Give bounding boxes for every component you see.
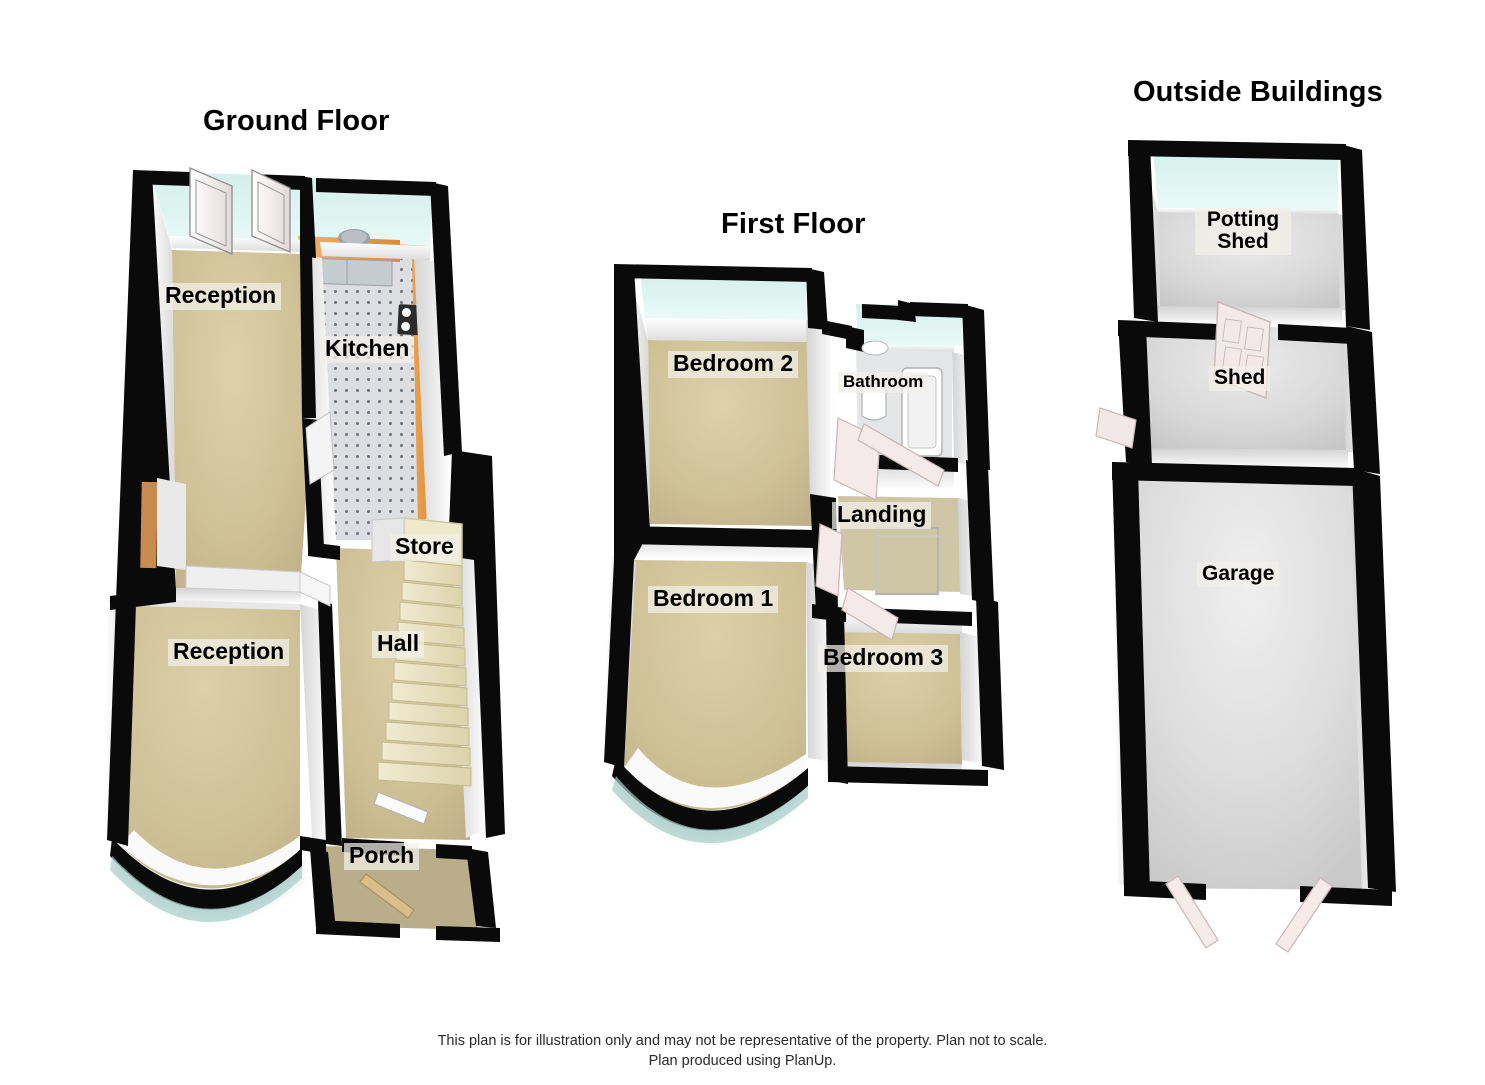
room-floor-bedroom1 xyxy=(624,560,806,811)
door-bedroom1 xyxy=(815,523,843,597)
footer-line-1: This plan is for illustration only and m… xyxy=(437,1033,1048,1049)
door-hall-front xyxy=(373,791,429,825)
fireplace-surround xyxy=(157,478,186,570)
outside-buildings-plan xyxy=(1095,140,1396,953)
room-label-potting-shed-line2: Shed xyxy=(1217,229,1269,253)
wall-face-rear-kitchen xyxy=(320,242,430,260)
first-bay-inner-face xyxy=(624,748,806,809)
bay-outer-shadow xyxy=(110,856,302,923)
outside-rear-opening xyxy=(1153,148,1338,210)
room-label-bedroom-2: Bedroom 2 xyxy=(668,351,799,378)
room-label-reception-rear: Reception xyxy=(160,283,282,310)
room-label-potting-shed: Potting Shed xyxy=(1195,208,1291,255)
landing-stair-void xyxy=(875,527,939,595)
first-wall-face-bed2-right xyxy=(806,320,834,498)
first-wall-face-rear-bed2 xyxy=(645,318,808,342)
outside-buildings-walls xyxy=(1112,140,1396,906)
door-panel-right-inset xyxy=(257,181,285,245)
landing-balustrade xyxy=(875,528,938,594)
fireplace-hearth xyxy=(140,481,158,569)
footer-line-2: Plan produced using PlanUp. xyxy=(648,1052,837,1069)
wall-face-reception-divider xyxy=(174,588,302,604)
section-title-outside-buildings: Outside Buildings xyxy=(1133,76,1383,108)
kitchen-sink-basin xyxy=(341,230,367,244)
first-bay-outer-shadow xyxy=(612,776,808,844)
first-floor-plan xyxy=(602,264,1004,844)
room-floor-kitchen xyxy=(320,256,420,540)
room-label-porch: Porch xyxy=(344,843,420,870)
room-label-garage: Garage xyxy=(1197,562,1280,587)
room-label-potting-shed-line1: Potting xyxy=(1206,208,1280,231)
section-title-ground-floor: Ground Floor xyxy=(203,105,390,137)
room-floor-garage xyxy=(1130,470,1362,890)
room-label-bathroom: Bathroom xyxy=(838,372,929,393)
door-reception-front xyxy=(299,571,331,607)
first-rear-opening xyxy=(640,270,806,320)
door-kitchen xyxy=(305,411,335,485)
room-label-store: Store xyxy=(390,534,459,561)
room-label-reception-front: Reception xyxy=(168,639,290,666)
room-floor-reception-front xyxy=(108,600,300,889)
wall-face-hall-left xyxy=(300,604,330,840)
bay-window-inner-face xyxy=(120,830,300,886)
room-label-bedroom-3: Bedroom 3 xyxy=(818,645,949,672)
door-porch-front xyxy=(359,873,415,919)
staircase-ground xyxy=(377,559,472,787)
door-panel-right xyxy=(251,168,291,253)
room-floor-bedroom2 xyxy=(648,340,812,526)
bathroom-basin-icon xyxy=(861,340,889,356)
door-shed-side xyxy=(1095,407,1137,449)
room-label-bedroom-1: Bedroom 1 xyxy=(648,586,779,613)
room-label-shed: Shed xyxy=(1209,366,1271,391)
section-title-first-floor: First Floor xyxy=(721,208,866,240)
door-panel-left xyxy=(189,167,233,255)
room-label-kitchen: Kitchen xyxy=(320,336,415,363)
room-label-landing: Landing xyxy=(832,502,932,529)
footer-disclaimer: This plan is for illustration only and m… xyxy=(0,1032,1485,1071)
ground-rear-doors xyxy=(189,167,291,255)
door-garage-right xyxy=(1275,877,1333,953)
door-garage-left xyxy=(1165,875,1219,949)
door-bedroom2 xyxy=(857,423,945,487)
door-bedroom3 xyxy=(841,587,899,641)
room-label-hall: Hall xyxy=(372,631,425,658)
door-panel-left-inset xyxy=(195,179,227,247)
room-floor-reception-rear xyxy=(172,250,308,590)
